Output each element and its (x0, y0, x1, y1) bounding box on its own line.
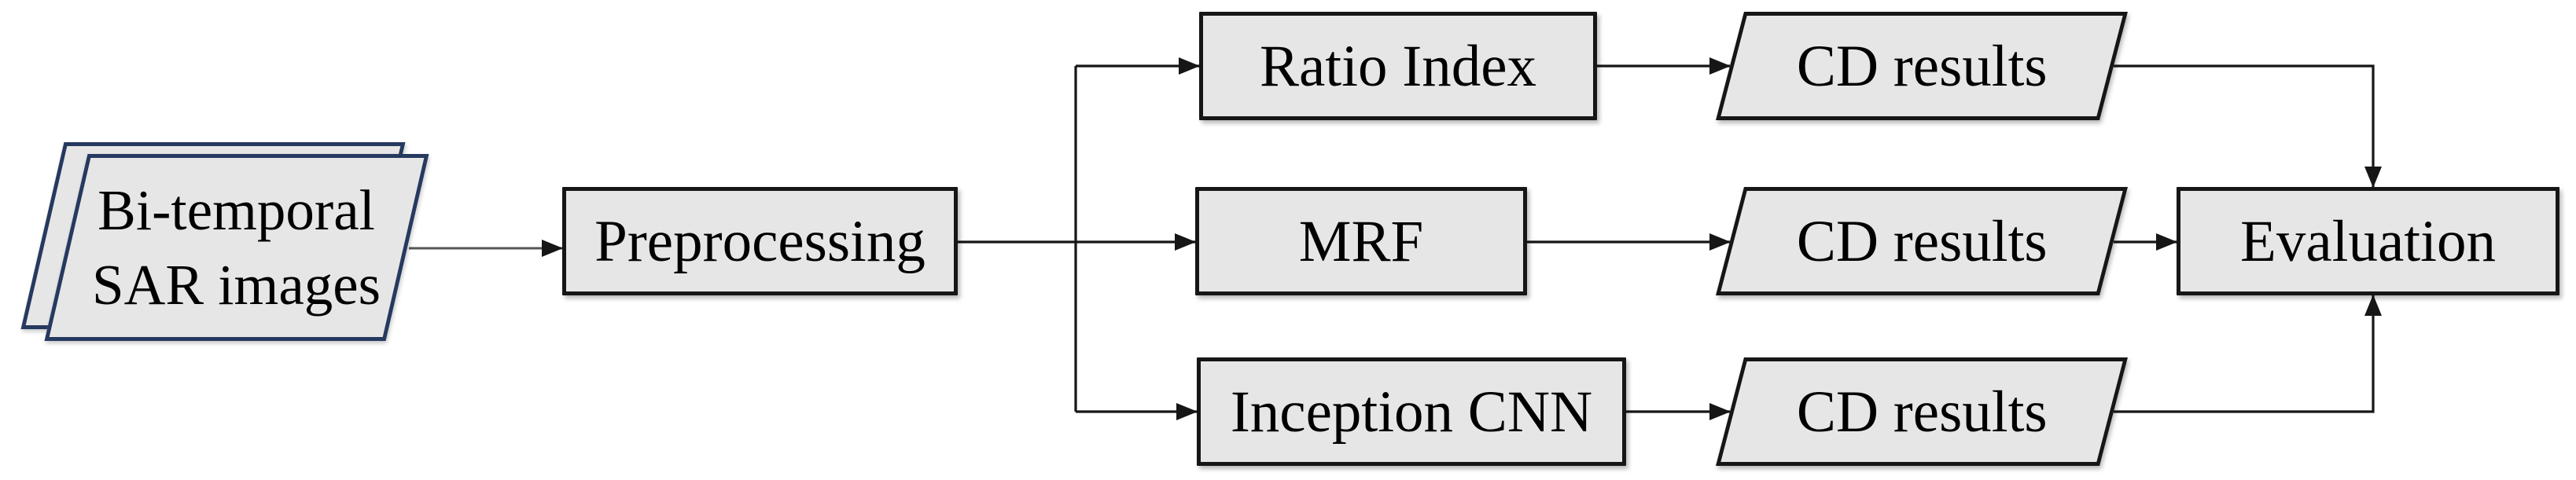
evaluation-node: Evaluation (2177, 187, 2559, 295)
inception-cnn-node: Inception CNN (1197, 357, 1626, 466)
ratio-index-label: Ratio Index (1259, 33, 1536, 99)
ratio-index-node: Ratio Index (1199, 12, 1597, 120)
inception-cnn-label: Inception CNN (1230, 379, 1593, 445)
cd-results-bottom-node: CD results (1716, 357, 2128, 466)
cd-results-top-node: CD results (1716, 12, 2128, 120)
input-node-label: Bi-temporal SAR images (92, 173, 381, 322)
mrf-label: MRF (1298, 208, 1424, 274)
preprocessing-node: Preprocessing (562, 187, 958, 295)
cd-results-top-label: CD results (1796, 33, 2048, 99)
cd-results-bottom-label: CD results (1796, 379, 2048, 445)
edge-cd-results-bottom-to-evaluation (2114, 295, 2382, 413)
cd-results-middle-node: CD results (1716, 187, 2128, 295)
input-node-bi-temporal-sar-images: Bi-temporal SAR images (44, 154, 429, 341)
input-label-line1: Bi-temporal (98, 178, 376, 242)
cd-results-middle-label: CD results (1796, 208, 2048, 274)
input-label-line2: SAR images (92, 253, 381, 317)
mrf-node: MRF (1195, 187, 1527, 295)
evaluation-label: Evaluation (2240, 208, 2496, 274)
preprocessing-label: Preprocessing (594, 208, 926, 274)
edge-cd-results-top-to-evaluation (2114, 64, 2382, 188)
